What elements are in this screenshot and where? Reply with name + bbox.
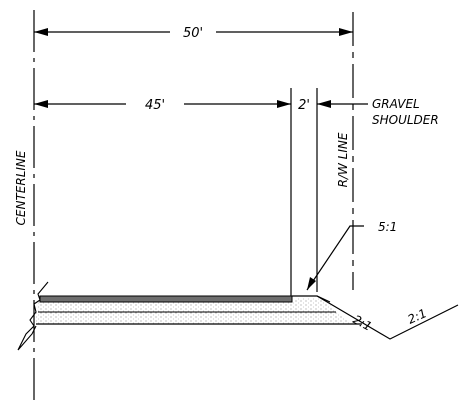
dimension-2ft-arrow — [317, 100, 368, 108]
subbase-course — [36, 312, 354, 324]
dimension-50ft: 50' — [34, 26, 353, 41]
pavement-surface — [39, 295, 293, 303]
centerline-label: CENTERLINE — [14, 150, 28, 225]
gravel-label: GRAVEL — [372, 97, 420, 111]
right-of-way-label: R/W LINE — [336, 132, 350, 187]
slope-5-1-leader — [306, 225, 364, 291]
shoulder-label: SHOULDER — [372, 113, 439, 127]
slope-5-1-label: 5:1 — [378, 220, 397, 234]
dimension-50-label: 50' — [183, 26, 203, 41]
base-course — [38, 298, 336, 312]
dimension-45-label: 45' — [145, 98, 165, 113]
ditch-profile — [316, 295, 459, 340]
dimension-45ft: 45' — [34, 98, 291, 113]
break-symbol — [17, 281, 49, 351]
dimension-2-label: 2' — [298, 98, 310, 113]
backslope-label: 2:1 — [406, 306, 429, 327]
foreslope-label: 2:1 — [351, 312, 375, 333]
